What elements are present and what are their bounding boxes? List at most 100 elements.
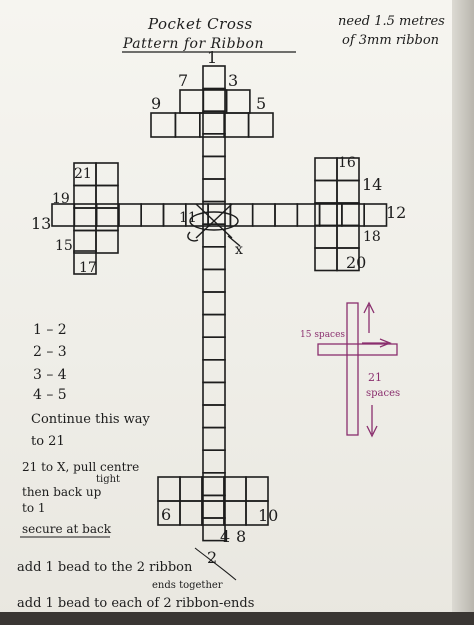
grid-cell — [202, 404, 226, 429]
grid-cell — [202, 381, 226, 406]
grid-number-19: 19 — [52, 191, 70, 207]
cross-grid — [51, 65, 388, 542]
grid-cell — [202, 471, 226, 497]
diagram-arrowhead-right — [379, 338, 392, 348]
grid-cell — [202, 291, 226, 316]
grid-number-6: 6 — [161, 505, 171, 524]
grid-cell — [202, 89, 228, 114]
grid-cell — [247, 112, 274, 138]
diagram-horizontal-bar — [317, 343, 398, 356]
grid-cell — [201, 500, 225, 526]
grid-number-4: 4 — [220, 527, 230, 546]
grid-number-12: 12 — [386, 203, 406, 222]
grid-cell — [202, 449, 226, 474]
grid-number-9: 9 — [151, 94, 161, 113]
grid-number-15: 15 — [55, 238, 73, 254]
grid-cell — [202, 110, 226, 135]
diagram-arrowhead-up — [363, 301, 375, 314]
grid-number-7: 7 — [178, 71, 188, 90]
grid-cell — [229, 203, 254, 227]
grid-cell — [201, 476, 225, 502]
grid-number-3: 3 — [228, 71, 238, 90]
grid-cell — [225, 89, 251, 114]
grid-cell — [202, 517, 226, 542]
grid-cell — [95, 207, 119, 232]
grid-cell — [202, 336, 226, 361]
need-line-2: of 3mm ribbon — [342, 33, 439, 48]
grid-number-11: 11 — [179, 210, 197, 226]
grid-cell — [318, 203, 343, 227]
grid-cell — [73, 207, 97, 232]
grid-cell — [314, 202, 338, 227]
center-crossing-mark — [187, 203, 241, 247]
instruction-line-4: secure at back — [22, 522, 112, 536]
need-line-1: need 1.5 metres — [338, 14, 445, 29]
sequence-step-2: 2 – 3 — [33, 344, 67, 360]
grid-number-10: 10 — [258, 506, 278, 525]
grid-cell — [202, 268, 226, 293]
paper-edge — [452, 0, 474, 625]
grid-number-20: 20 — [346, 253, 366, 272]
continue-line-2: to 21 — [31, 434, 65, 449]
grid-cell — [179, 500, 203, 526]
diagram-arrowhead-down — [366, 425, 378, 438]
bead-note-1: add 1 bead to the 2 ribbon — [17, 560, 193, 575]
grid-cell — [336, 202, 360, 227]
grid-number-17: 17 — [79, 260, 97, 276]
grid-cell — [251, 203, 276, 227]
grid-cell — [296, 203, 321, 227]
diagram-spaces-number: 21 — [368, 371, 382, 384]
bead-note-arrow — [194, 547, 237, 581]
grid-number-5: 5 — [256, 94, 266, 113]
grid-cell — [202, 246, 226, 271]
grid-cell — [174, 112, 201, 138]
grid-number-2: 2 — [207, 548, 217, 567]
grid-cell — [179, 476, 203, 502]
continue-line-1: Continue this way — [31, 412, 151, 427]
table-surface — [0, 612, 474, 625]
sequence-step-3: 3 – 4 — [33, 367, 67, 383]
sequence-step-1: 1 – 2 — [33, 322, 67, 338]
grid-cell — [274, 203, 299, 227]
grid-cell — [341, 203, 365, 227]
title-line-1: Pocket Cross — [147, 15, 253, 33]
grid-cell — [73, 229, 97, 254]
instruction-line-1: 21 to X, pull centre — [22, 460, 139, 474]
grid-cell — [202, 313, 226, 339]
title-line-2: Pattern for Ribbon — [122, 36, 264, 52]
grid-cell — [202, 494, 226, 519]
grid-cell — [118, 203, 143, 227]
bead-note-2: add 1 bead to each of 2 ribbon-ends — [17, 596, 254, 611]
grid-cell — [150, 112, 177, 138]
spacing-diagram: 15 spaces 21 spaces — [300, 301, 400, 438]
grid-cell — [245, 476, 269, 502]
grid-cell — [202, 65, 226, 90]
grid-cell — [223, 112, 250, 138]
grid-number-14: 14 — [362, 175, 382, 194]
grid-number-13: 13 — [31, 214, 51, 233]
grid-cell — [223, 500, 247, 526]
instruction-line-3: to 1 — [22, 501, 46, 515]
grid-number-16: 16 — [338, 155, 356, 171]
grid-number-21: 21 — [74, 166, 92, 182]
grid-number-18: 18 — [363, 229, 381, 245]
grid-cell — [157, 476, 181, 502]
grid-cell — [314, 247, 338, 272]
grid-cell — [202, 178, 226, 203]
grid-cell — [363, 203, 388, 227]
grid-cell — [314, 224, 338, 249]
grid-cell — [179, 89, 205, 114]
diagram-spaces-top: 15 spaces — [300, 330, 345, 340]
grid-cell — [223, 476, 247, 502]
grid-cell — [51, 203, 76, 227]
diagram-vertical-bar — [346, 302, 359, 436]
grid-cell — [336, 179, 360, 204]
grid-cell — [314, 179, 338, 204]
grid-cell — [95, 229, 119, 254]
grid-cell — [202, 358, 226, 384]
x-mark: x — [235, 242, 243, 258]
sequence-step-4: 4 – 5 — [33, 387, 67, 403]
grid-cell — [95, 162, 119, 187]
grid-cell — [202, 87, 226, 112]
